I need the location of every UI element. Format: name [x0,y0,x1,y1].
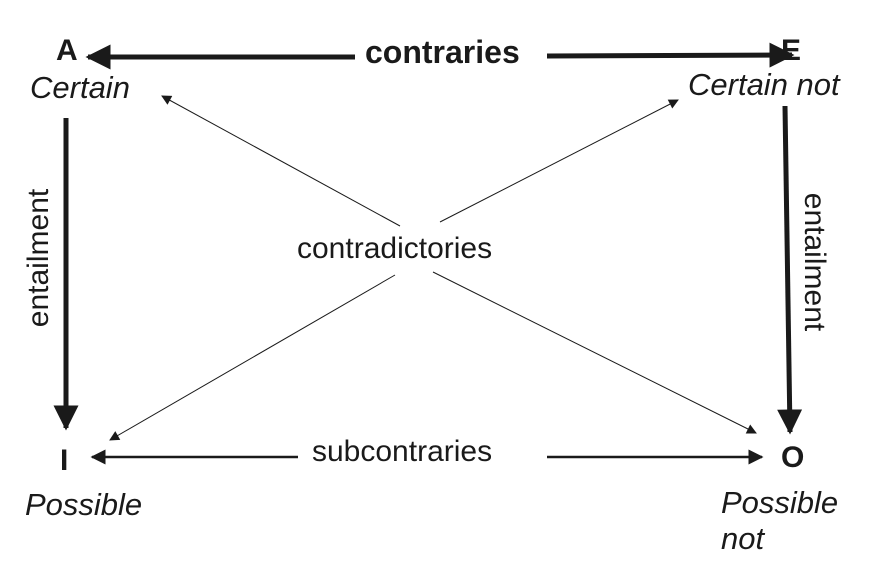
corner-o-modality-line1: Possible [721,485,838,520]
corner-a-letter: A [56,34,78,67]
contraries-arrow-right [546,42,795,68]
relation-contraries-label: contraries [365,34,520,70]
corner-o-modality-line2: not [721,521,765,556]
entailment-arrow-right [777,105,803,435]
corner-e-letter: E [781,34,801,67]
contradictories-arrow-to-o [432,271,757,434]
contradictories-arrow-to-i [109,274,396,441]
relation-entailment-right-label: entailment [798,193,831,332]
corner-i-modality: Possible [25,487,142,522]
contradictories-arrow-to-e [439,99,679,223]
contradictories-arrow-to-a [161,95,401,227]
corner-e-modality: Certain not [688,67,841,102]
relation-entailment-left-label: entailment [22,188,55,327]
corner-a-modality: Certain [30,70,130,105]
corner-o-letter: O [781,441,804,474]
relation-subcontraries-label: subcontraries [312,435,492,468]
relation-contradictories-label: contradictories [297,232,492,265]
corner-i-letter: I [60,444,68,477]
